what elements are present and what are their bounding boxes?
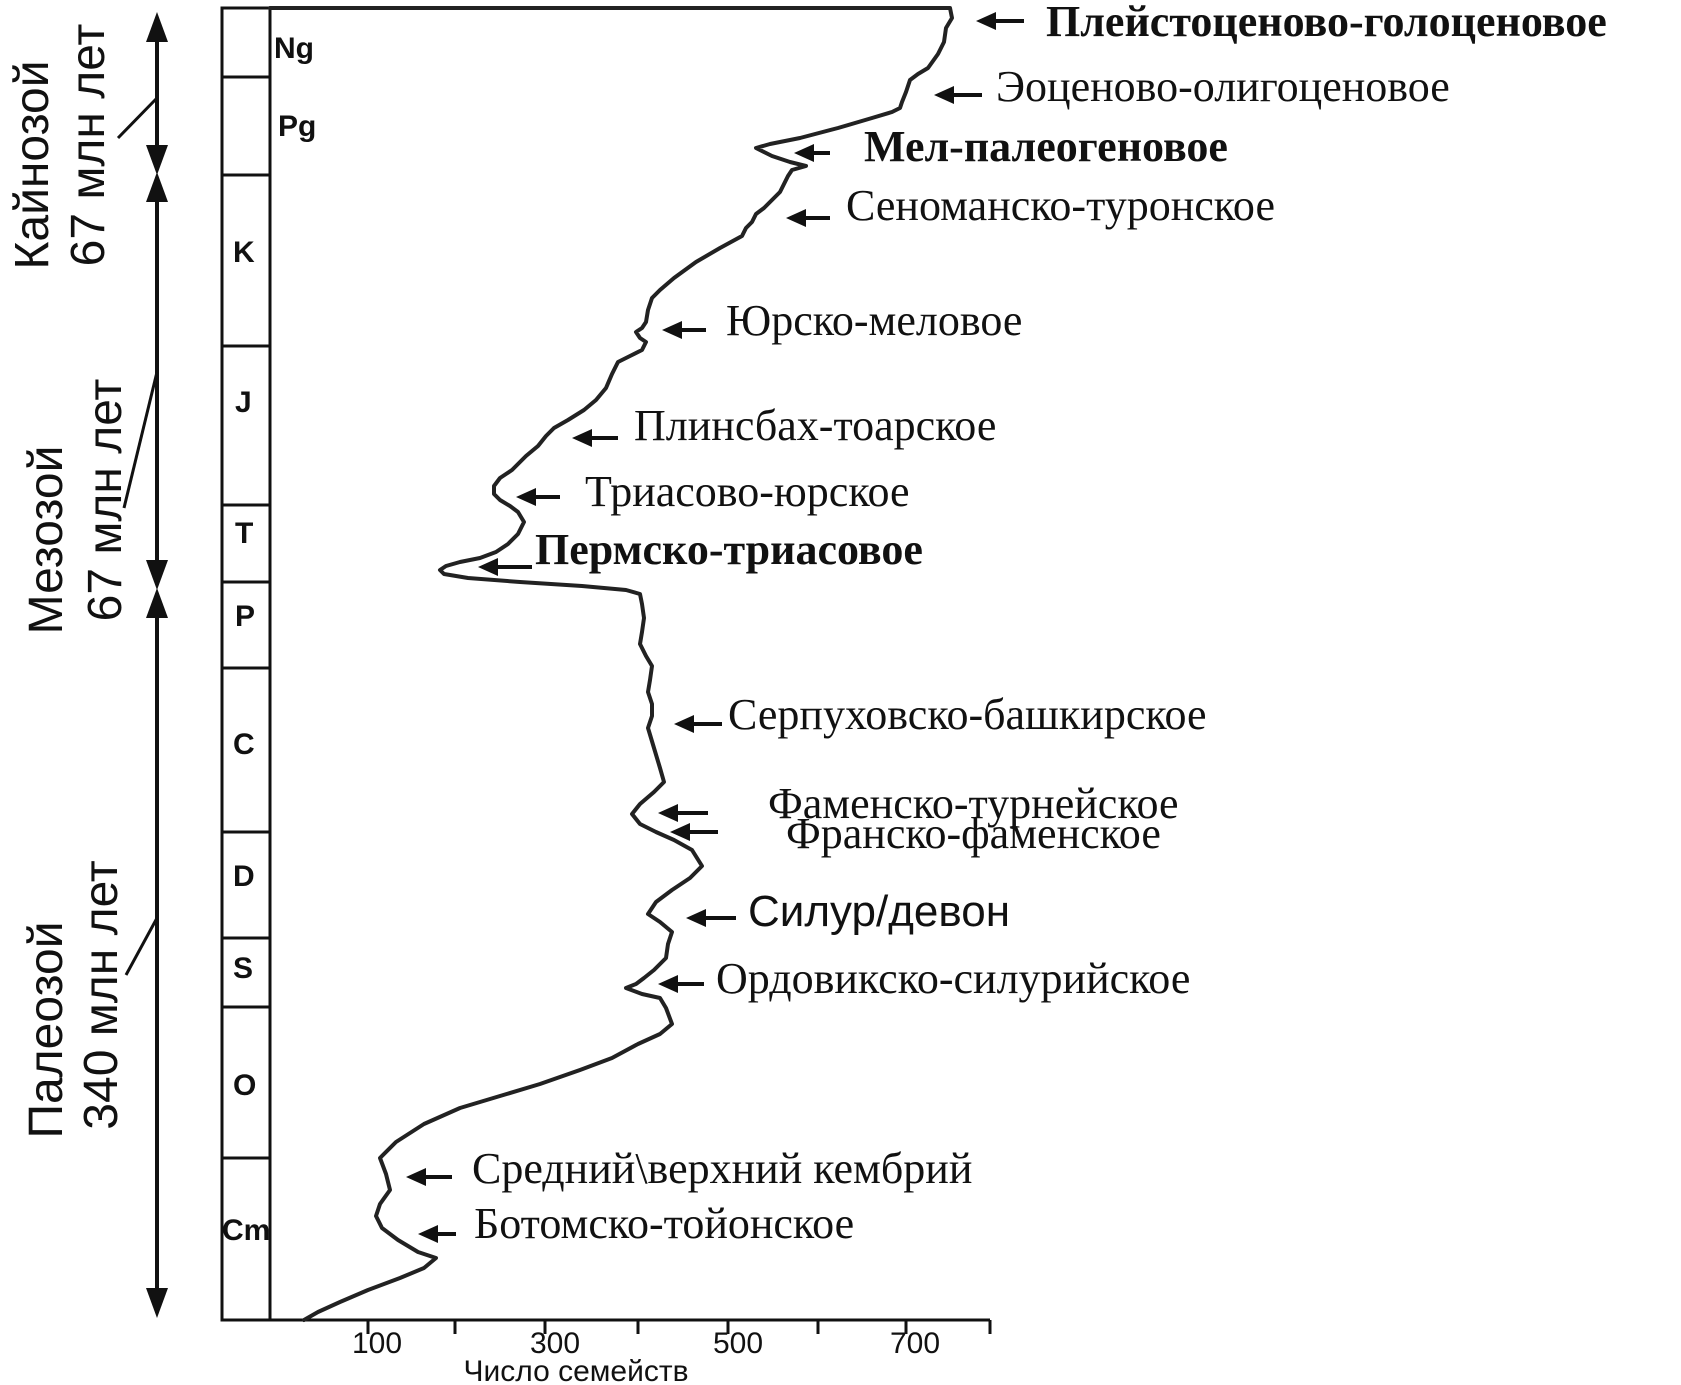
period-column — [220, 6, 272, 1322]
event-arrowhead-5 — [662, 321, 682, 339]
event-label-botomian-toyonian: Ботомско-тойонское — [474, 1199, 854, 1248]
event-label-triassic-jurassic: Триасово-юрское — [585, 467, 910, 516]
paleozoic-arrow-head-bottom — [146, 1288, 168, 1318]
mesozoic-arrow-head-top — [146, 172, 168, 202]
paleozoic-leader — [124, 917, 159, 976]
event-arrowhead-15 — [418, 1225, 438, 1243]
event-label-famennian-tournaisian: Фаменско-турнейское — [768, 779, 1179, 828]
period-label-o: O — [233, 1069, 256, 1102]
period-label-p: P — [235, 600, 255, 633]
period-label-ng: Ng — [274, 32, 314, 65]
event-arrowhead-2 — [934, 86, 954, 104]
period-label-k: K — [233, 236, 255, 269]
event-label-jurassic-cretaceous: Юрско-меловое — [726, 296, 1022, 345]
x-tick-label-100: 100 — [352, 1327, 402, 1360]
period-column-frame — [220, 6, 272, 1322]
period-labels: Ng Pg K J T P C D S O Cm — [222, 32, 316, 1247]
period-label-pg: Pg — [278, 110, 316, 143]
event-arrowhead-1 — [976, 12, 996, 30]
event-label-serpukhovian-bashkirian: Серпуховско-башкирское — [728, 690, 1207, 739]
event-labels: Плейстоценово-голоценовое Эоценово-олиго… — [472, 0, 1607, 1248]
period-label-d: D — [233, 860, 255, 893]
event-arrowhead-9 — [674, 715, 694, 733]
x-tick-label-500: 500 — [713, 1327, 763, 1360]
diversity-curve — [268, 6, 954, 1322]
period-label-j: J — [235, 386, 252, 419]
event-arrowhead-14 — [406, 1168, 426, 1186]
event-label-middle-upper-cambrian: Средний\верхний кембрий — [472, 1144, 972, 1193]
event-label-silurian-devonian: Силур/девон — [748, 887, 1010, 936]
era-duration-cenozoic: 67 млн лет — [62, 24, 115, 267]
cenozoic-leader — [116, 96, 159, 140]
event-label-frasnian-famennian: Франско-фаменское — [786, 809, 1161, 858]
era-name-mesozoic: Мезозой — [20, 446, 73, 635]
era-name-cenozoic: Кайнозой — [6, 60, 59, 269]
event-arrowhead-12 — [686, 909, 706, 927]
event-arrowhead-6 — [572, 429, 592, 447]
x-tick-label-700: 700 — [890, 1327, 940, 1360]
event-label-ordovician-silurian: Ордовикско-силурийское — [716, 954, 1190, 1003]
cenozoic-arrow-head-bottom — [146, 145, 168, 175]
era-arrows — [116, 12, 168, 1318]
event-label-pliensbachian-toarcian: Плинсбах-тоарское — [634, 401, 996, 450]
paleozoic-arrow-head-top — [146, 588, 168, 618]
era-labels: Кайнозой 67 млн лет Мезозой 67 млн лет П… — [6, 24, 132, 1139]
event-label-eocene-oligocene: Эоценово-олигоценовое — [996, 62, 1450, 111]
period-label-c: C — [233, 728, 255, 761]
event-label-permian-triassic: Пермско-триасовое — [535, 525, 923, 574]
era-duration-mesozoic: 67 млн лет — [79, 379, 132, 622]
era-duration-paleozoic: 340 млн лет — [75, 860, 128, 1129]
event-label-cenomanian-turonian: Сеноманско-туронское — [846, 181, 1275, 230]
event-arrowhead-3 — [794, 144, 814, 162]
x-axis — [222, 1318, 992, 1334]
x-tick-labels: 100 300 500 700 — [352, 1327, 940, 1360]
event-arrowhead-4 — [786, 209, 806, 227]
event-label-cretaceous-paleogene: Мел-палеогеновое — [864, 122, 1228, 171]
event-arrowhead-10 — [658, 804, 678, 822]
event-arrowhead-13 — [658, 975, 678, 993]
event-arrows — [406, 12, 1024, 1243]
event-label-pleistocene-holocene: Плейстоценово-голоценовое — [1046, 0, 1607, 46]
event-arrowhead-11 — [670, 823, 690, 841]
event-arrowhead-8 — [478, 558, 498, 576]
mesozoic-leader — [122, 371, 159, 509]
era-name-paleozoic: Палеозой — [20, 921, 73, 1138]
period-label-t: T — [235, 517, 253, 550]
event-arrowhead-7 — [516, 488, 536, 506]
mesozoic-arrow-head-bottom — [146, 560, 168, 590]
period-label-cm: Cm — [222, 1214, 270, 1247]
period-label-s: S — [233, 952, 253, 985]
cenozoic-arrow-head-top — [146, 12, 168, 42]
x-axis-title: Число семейств — [463, 1355, 688, 1385]
x-tick-label-300: 300 — [530, 1327, 580, 1360]
